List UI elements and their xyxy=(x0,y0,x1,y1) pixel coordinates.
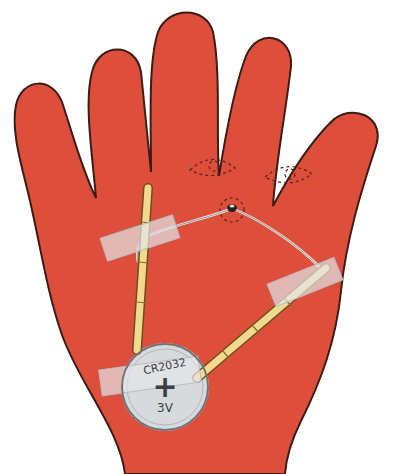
tape-strips xyxy=(99,215,343,396)
led xyxy=(227,204,237,212)
dashed-eyes xyxy=(190,159,312,222)
battery-label: 3V xyxy=(157,402,173,414)
battery-node: CR2032+3V xyxy=(121,343,209,431)
polarity-mark: + xyxy=(152,372,177,402)
hand-cutout xyxy=(15,13,378,474)
